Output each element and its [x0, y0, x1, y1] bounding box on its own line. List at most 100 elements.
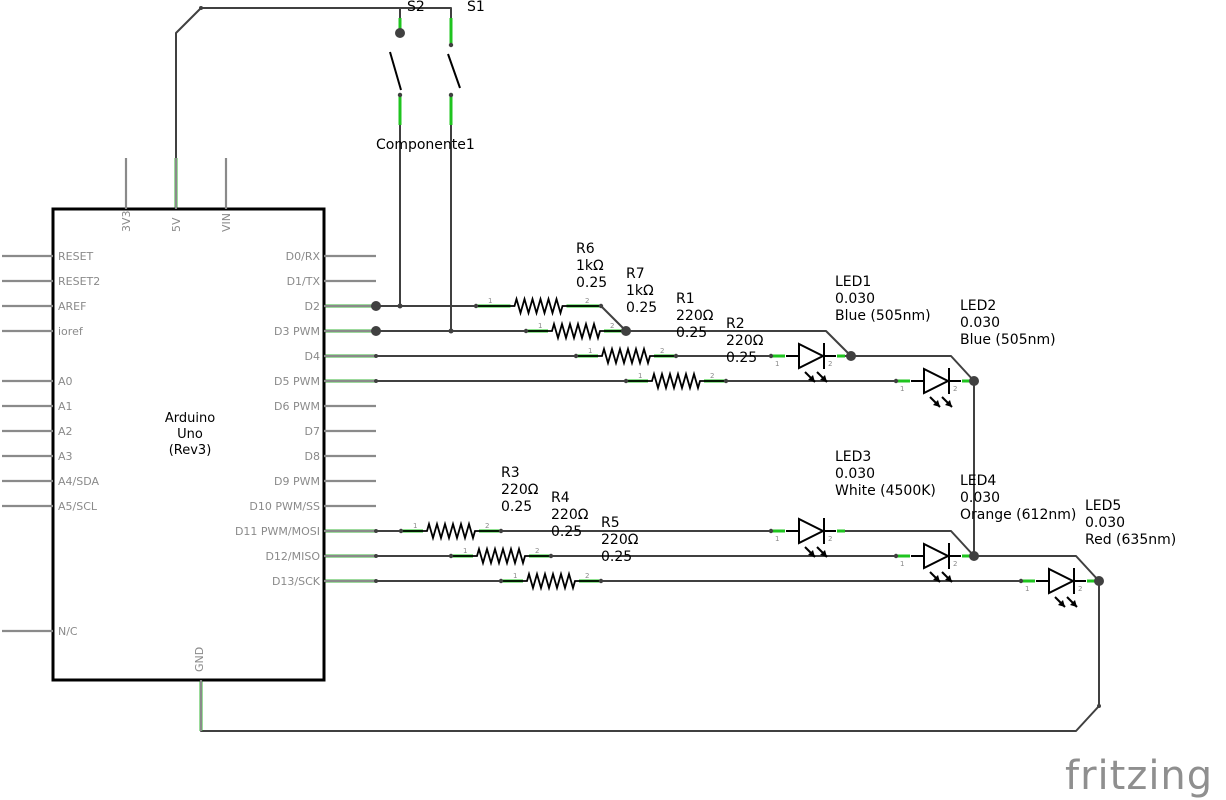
wire-led4-common: [969, 555, 1100, 582]
resistor-r1: [576, 345, 676, 367]
arduino-right-pin-label: D9 PWM: [274, 475, 320, 488]
led4-ray-head2: [945, 575, 952, 582]
resistor-label-r2: 220Ω: [726, 333, 764, 349]
resistor-label-r5: 0.25: [601, 549, 632, 565]
s2-bottom-node: [397, 92, 403, 98]
arduino-left-pin-label: ioref: [58, 325, 84, 338]
junction-r7-out: [621, 326, 631, 336]
arduino-right-pin-label: D6 PWM: [274, 400, 320, 413]
led-label-led1: Blue (505nm): [835, 308, 931, 324]
resistor-r5-pin1-num: 1: [513, 572, 517, 580]
junction-d2-s2: [397, 303, 403, 309]
resistor-r7: [526, 320, 626, 342]
led2-triangle: [923, 367, 951, 395]
resistor-r1-end2: [673, 353, 679, 359]
resistor-r6-end2: [598, 303, 604, 309]
resistor-r7-end1: [523, 328, 529, 334]
arduino-pin-end: [374, 554, 378, 558]
arduino-title: Uno: [177, 427, 203, 442]
resistor-label-r7: 1kΩ: [626, 283, 654, 299]
resistor-r2-end1: [623, 378, 629, 384]
led1-pin1-num: 1: [775, 360, 779, 368]
arduino-right-pin-label: D2: [305, 300, 320, 313]
arduino-right-pin-label: D10 PWM/SS: [249, 500, 320, 513]
junction-d2: [371, 301, 381, 311]
resistor-label-r2: 0.25: [726, 350, 757, 366]
resistor-r4-end2: [548, 553, 554, 559]
resistor-label-r6: R6: [576, 241, 595, 257]
led-label-led4: Orange (612nm): [960, 507, 1076, 523]
led4-triangle: [923, 542, 951, 570]
resistor-r1-pin1-num: 1: [588, 347, 592, 355]
wire-r6-r7-join: [600, 305, 627, 332]
led-label-led5: Red (635nm): [1085, 532, 1176, 548]
led3-ray-head2: [820, 550, 827, 557]
led3-pin2-num: 2: [828, 535, 832, 543]
resistor-label-r7: 0.25: [626, 300, 657, 316]
arduino-left-pin-label: AREF: [58, 300, 86, 313]
resistor-label-r3: 220Ω: [501, 482, 539, 498]
resistor-r3-pin1-num: 1: [413, 522, 417, 530]
resistor-r2-end2: [723, 378, 729, 384]
arduino-top-pin-label: 3V3: [120, 210, 133, 232]
arduino-pin-end: [374, 529, 378, 533]
resistor-label-r4: 220Ω: [551, 507, 589, 523]
junction-led2-k: [969, 376, 979, 386]
junction-d3: [371, 326, 381, 336]
resistor-label-r3: 0.25: [501, 499, 532, 515]
resistor-r4-pin2-num: 2: [535, 547, 539, 555]
arduino-pin-end: [374, 354, 378, 358]
s1-top-node: [448, 42, 454, 48]
resistor-label-r4: R4: [551, 490, 570, 506]
arduino-right-pin-label: D8: [305, 450, 320, 463]
led1-ray-head2: [820, 375, 827, 382]
arduino-title: Arduino: [165, 411, 215, 426]
resistor-label-r4: 0.25: [551, 524, 582, 540]
arduino-left-pin-label: A2: [58, 425, 73, 438]
led4-pin1-num: 1: [900, 560, 904, 568]
led2-end-a: [893, 378, 899, 384]
wires-layer: [175, 7, 1100, 732]
led-label-led5: LED5: [1085, 498, 1121, 514]
resistor-r4: [451, 545, 551, 567]
resistor-label-r3: R3: [501, 465, 520, 481]
fritzing-logo: fritzing: [1065, 753, 1213, 799]
arduino-left-pin-label: N/C: [58, 625, 78, 638]
resistor-r5: [501, 570, 601, 592]
resistor-r6-pin2-num: 2: [585, 297, 589, 305]
resistor-label-r5: 220Ω: [601, 532, 639, 548]
led3-pin1-num: 1: [775, 535, 779, 543]
arduino-left-pin-label: A4/SDA: [58, 475, 99, 488]
resistor-label-r6: 0.25: [576, 275, 607, 291]
arduino-right-pin-label: D12/MISO: [265, 550, 320, 563]
arduino-top-pin-label: 5V: [170, 217, 183, 232]
resistor-label-r7: R7: [626, 266, 645, 282]
junction-dots-layer: [199, 6, 1104, 708]
resistor-r6: [476, 295, 601, 317]
led3-ray-head1: [808, 550, 815, 557]
arduino-right-pin-label: D0/RX: [286, 250, 321, 263]
led4-ray-head1: [933, 575, 940, 582]
junction-led1-k: [846, 351, 856, 361]
resistor-r6-pin1-num: 1: [488, 297, 492, 305]
led5-pin2-num: 2: [1078, 585, 1082, 593]
led4-pin2-num: 2: [953, 560, 957, 568]
led2-pin2-num: 2: [953, 385, 957, 393]
arduino-top-pin-label: VIN: [220, 213, 233, 232]
s2-blade: [389, 51, 402, 91]
resistor-label-r5: R5: [601, 515, 620, 531]
led-label-led1: 0.030: [835, 291, 875, 307]
led1-ray-head1: [808, 375, 815, 382]
resistor-r7-pin1-num: 1: [538, 322, 542, 330]
resistor-r3-pin2-num: 2: [485, 522, 489, 530]
parts-layer: [2, 51, 1086, 731]
led-label-led4: LED4: [960, 473, 996, 489]
led4-end-a: [893, 553, 899, 559]
wire-led1-common: [844, 355, 975, 382]
led-label-led3: LED3: [835, 449, 871, 465]
resistor-r1-pin2-num: 2: [660, 347, 664, 355]
led5-ray-head1: [1058, 600, 1065, 607]
wire-gnd-return: [200, 580, 1100, 732]
junction-gnd-corner: [1097, 704, 1101, 708]
